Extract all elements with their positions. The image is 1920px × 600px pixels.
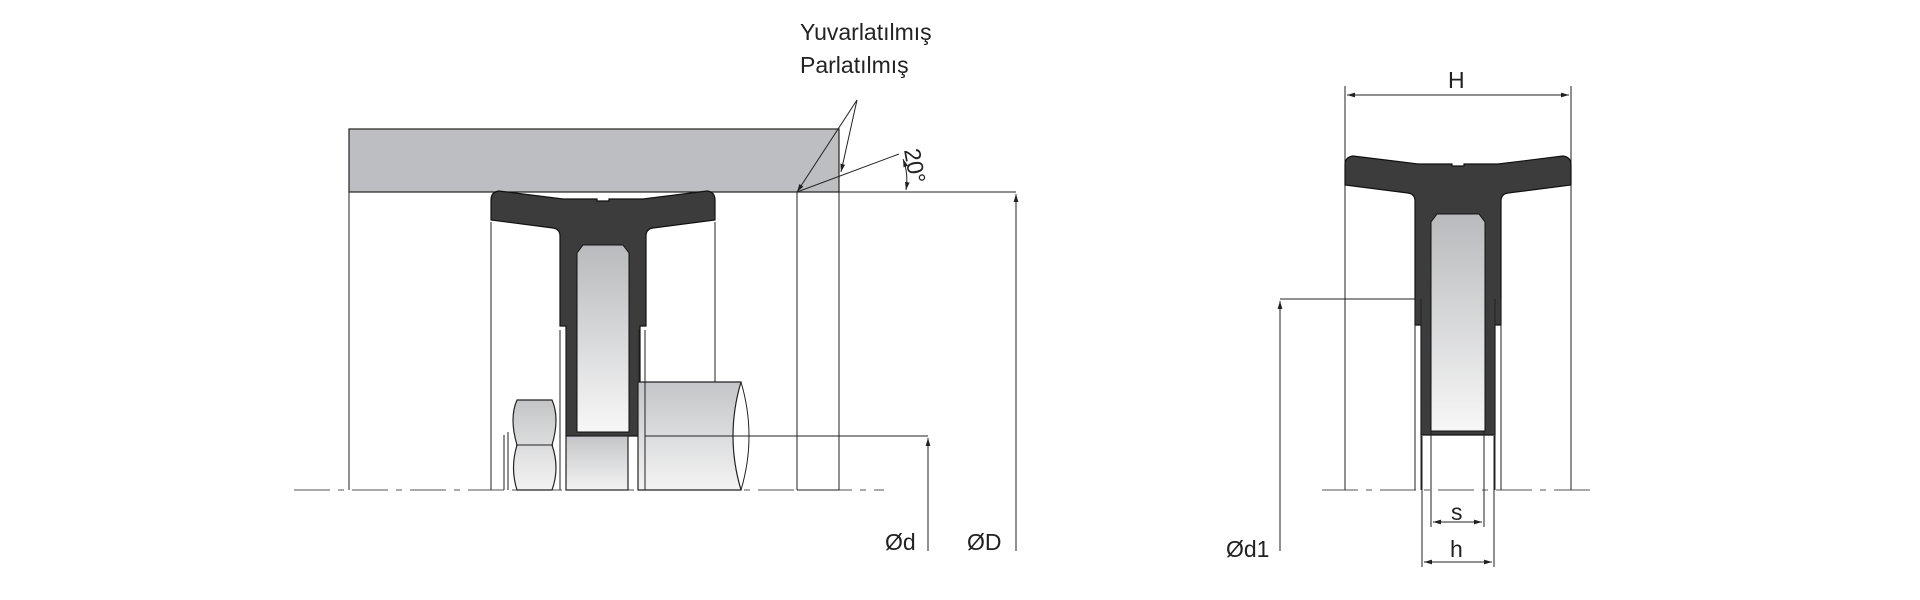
leader-line-1 [796,99,858,193]
installation-view: 20° Yuvarlatılmış Parlatılmış Ød ØD [294,19,1019,555]
angle-arc [902,158,910,191]
housing [348,128,840,193]
spacer [565,435,629,491]
seal-insert-right [1430,213,1486,432]
s-label: s [1451,499,1463,525]
h-label: h [1450,536,1463,562]
d1-label: Ød1 [1226,536,1269,562]
surface-label-2: Parlatılmış [800,52,909,78]
angle-label: 20° [899,146,931,185]
leader-line-2 [840,99,858,173]
seal-section-view: H Ød1 s h [1226,67,1592,567]
od-label: ØD [967,529,1002,555]
height-label: H [1448,67,1465,93]
seal-insert-left [576,244,630,433]
id-label: Ød [885,529,916,555]
surface-label-1: Yuvarlatılmış [800,19,932,45]
chamfer-20deg-line [796,153,900,193]
